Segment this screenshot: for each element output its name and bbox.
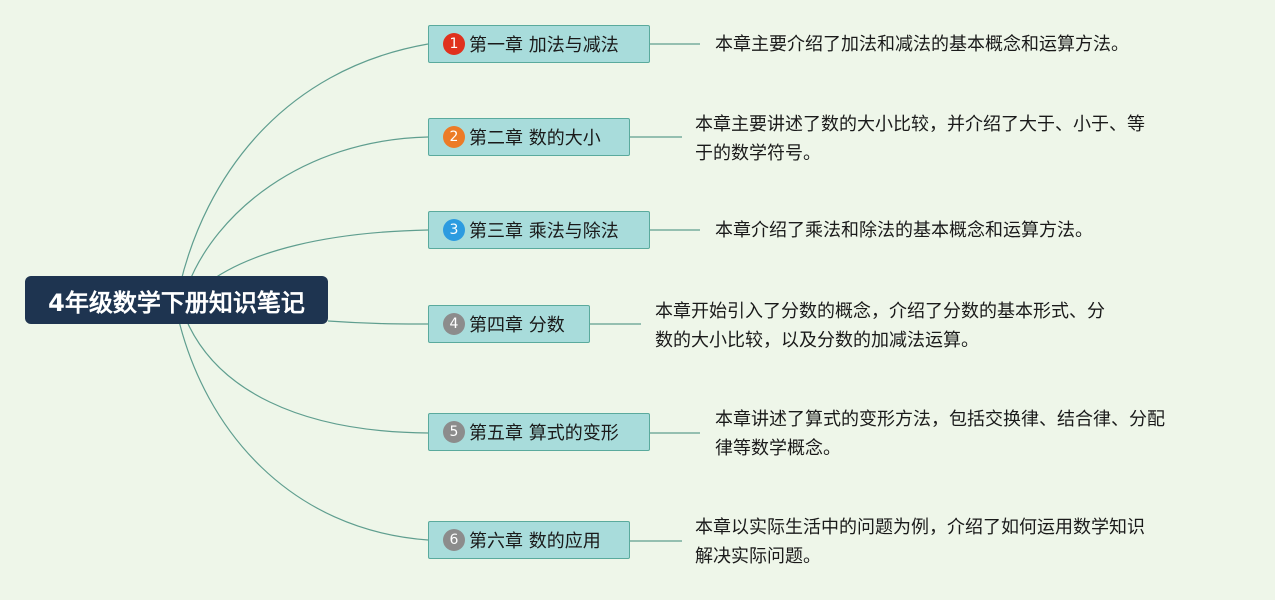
chapter-description-5: 本章讲述了算式的变形方法，包括交换律、结合律、分配 律等数学概念。 bbox=[715, 405, 1165, 463]
description-line: 本章以实际生活中的问题为例，介绍了如何运用数学知识 bbox=[695, 517, 1145, 538]
number-badge-icon: 6 bbox=[443, 529, 465, 551]
chapter-node-1[interactable]: 1 第一章 加法与减法 bbox=[428, 25, 650, 63]
description-line: 本章开始引入了分数的概念，介绍了分数的基本形式、分 bbox=[655, 301, 1105, 322]
root-title: 4年级数学下册知识笔记 bbox=[48, 288, 305, 317]
chapter-title: 第六章 数的应用 bbox=[469, 531, 601, 552]
chapter-description-6: 本章以实际生活中的问题为例，介绍了如何运用数学知识 解决实际问题。 bbox=[695, 513, 1145, 571]
description-line: 本章主要讲述了数的大小比较，并介绍了大于、小于、等 bbox=[695, 114, 1145, 135]
number-badge-icon: 5 bbox=[443, 421, 465, 443]
number-badge-icon: 2 bbox=[443, 126, 465, 148]
description-line: 解决实际问题。 bbox=[695, 546, 821, 567]
description-line: 数的大小比较，以及分数的加减法运算。 bbox=[655, 330, 979, 351]
number-badge-icon: 4 bbox=[443, 313, 465, 335]
chapter-node-4[interactable]: 4 第四章 分数 bbox=[428, 305, 590, 343]
number-badge-icon: 1 bbox=[443, 33, 465, 55]
connector-root-chapter-1 bbox=[179, 43, 429, 286]
description-line: 本章主要介绍了加法和减法的基本概念和运算方法。 bbox=[715, 34, 1129, 55]
chapter-title: 第四章 分数 bbox=[469, 315, 565, 336]
description-line: 本章介绍了乘法和除法的基本概念和运算方法。 bbox=[715, 220, 1093, 241]
chapter-title: 第三章 乘法与除法 bbox=[469, 221, 619, 242]
connector-root-chapter-5 bbox=[184, 316, 429, 434]
root-node[interactable]: 4年级数学下册知识笔记 bbox=[25, 276, 328, 324]
chapter-title: 第二章 数的大小 bbox=[469, 128, 601, 149]
connector-root-chapter-6 bbox=[177, 316, 429, 541]
chapter-node-5[interactable]: 5 第五章 算式的变形 bbox=[428, 413, 650, 451]
chapter-description-2: 本章主要讲述了数的大小比较，并介绍了大于、小于、等 于的数学符号。 bbox=[695, 110, 1145, 168]
connector-root-chapter-2 bbox=[187, 136, 429, 286]
chapter-node-2[interactable]: 2 第二章 数的大小 bbox=[428, 118, 630, 156]
connector-root-chapter-3 bbox=[204, 229, 429, 286]
chapter-description-4: 本章开始引入了分数的概念，介绍了分数的基本形式、分 数的大小比较，以及分数的加减… bbox=[655, 297, 1105, 355]
chapter-node-3[interactable]: 3 第三章 乘法与除法 bbox=[428, 211, 650, 249]
chapter-title: 第五章 算式的变形 bbox=[469, 423, 619, 444]
description-line: 本章讲述了算式的变形方法，包括交换律、结合律、分配 bbox=[715, 409, 1165, 430]
number-badge-icon: 3 bbox=[443, 219, 465, 241]
description-line: 于的数学符号。 bbox=[695, 143, 821, 164]
chapter-description-3: 本章介绍了乘法和除法的基本概念和运算方法。 bbox=[715, 216, 1093, 245]
description-line: 律等数学概念。 bbox=[715, 438, 841, 459]
chapter-node-6[interactable]: 6 第六章 数的应用 bbox=[428, 521, 630, 559]
connector-root-chapter-4 bbox=[327, 320, 429, 325]
chapter-description-1: 本章主要介绍了加法和减法的基本概念和运算方法。 bbox=[715, 30, 1129, 59]
chapter-title: 第一章 加法与减法 bbox=[469, 35, 619, 56]
